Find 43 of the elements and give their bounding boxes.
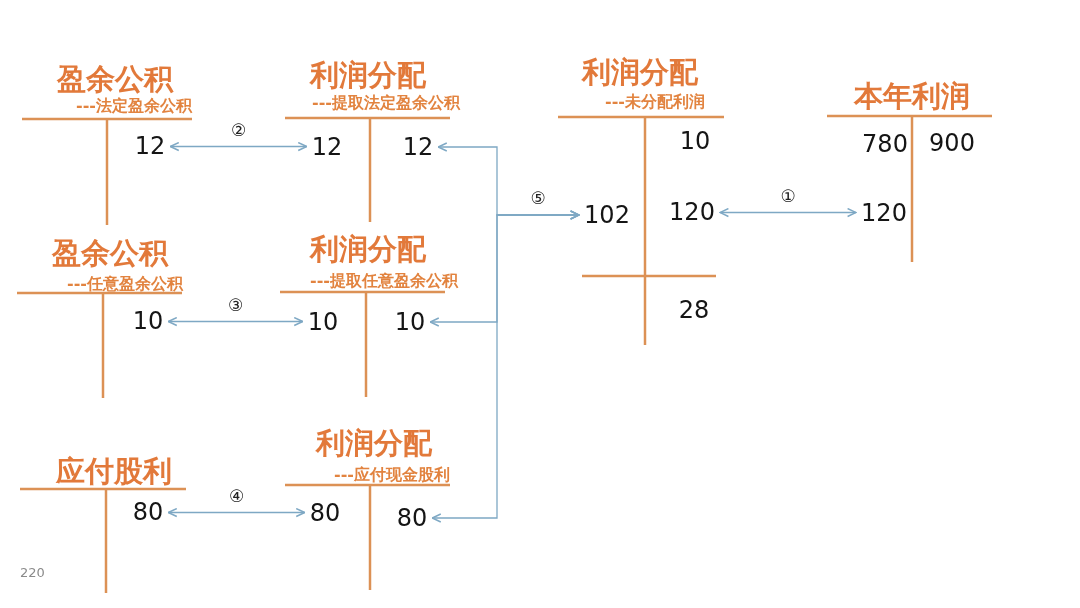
double-arrow — [167, 507, 306, 518]
amount-value: 12 — [134, 132, 166, 160]
account-subtitle: ---未分配利润 — [605, 92, 705, 112]
amount-value: 10 — [679, 127, 711, 155]
amount-value: 900 — [929, 129, 975, 157]
t-account — [278, 232, 460, 399]
amount-value: 12 — [311, 133, 343, 161]
double-arrow — [431, 210, 580, 523]
amount-value: 10 — [394, 308, 426, 336]
double-arrow — [167, 316, 304, 327]
account-subtitle: ---任意盈余公积 — [67, 274, 183, 294]
amount-value: 80 — [309, 499, 341, 527]
account-title: 利润分配 — [310, 234, 426, 266]
account-title: 盈余公积 — [57, 64, 173, 96]
amount-value: 120 — [669, 198, 715, 226]
amount-value: 780 — [862, 130, 908, 158]
account-title: 利润分配 — [316, 428, 432, 460]
t-account — [556, 55, 726, 347]
account-title: 利润分配 — [310, 60, 426, 92]
amount-value: 28 — [678, 296, 710, 324]
amount-value: 10 — [307, 308, 339, 336]
amount-value: 102 — [584, 201, 630, 229]
account-subtitle: ---应付现金股利 — [334, 465, 450, 485]
account-title: 盈余公积 — [52, 238, 168, 270]
account-title: 应付股利 — [56, 456, 172, 488]
account-subtitle: ---提取法定盈余公积 — [312, 93, 460, 113]
t-account — [283, 58, 463, 224]
t-account — [283, 426, 453, 592]
account-subtitle: ---法定盈余公积 — [76, 96, 192, 116]
account-title: 本年利润 — [854, 81, 970, 113]
page-number: 220 — [20, 564, 45, 580]
amount-value: 120 — [861, 199, 907, 227]
amount-value: 80 — [396, 504, 428, 532]
t-account — [18, 454, 188, 595]
account-subtitle: ---提取任意盈余公积 — [310, 271, 458, 291]
amount-value: 80 — [132, 498, 164, 526]
edge-label: ① — [778, 186, 798, 205]
double-arrow — [719, 207, 857, 218]
double-arrow — [169, 141, 308, 152]
account-title: 利润分配 — [582, 57, 698, 89]
amount-value: 12 — [402, 133, 434, 161]
amount-value: 10 — [132, 307, 164, 335]
t-account — [825, 80, 995, 264]
